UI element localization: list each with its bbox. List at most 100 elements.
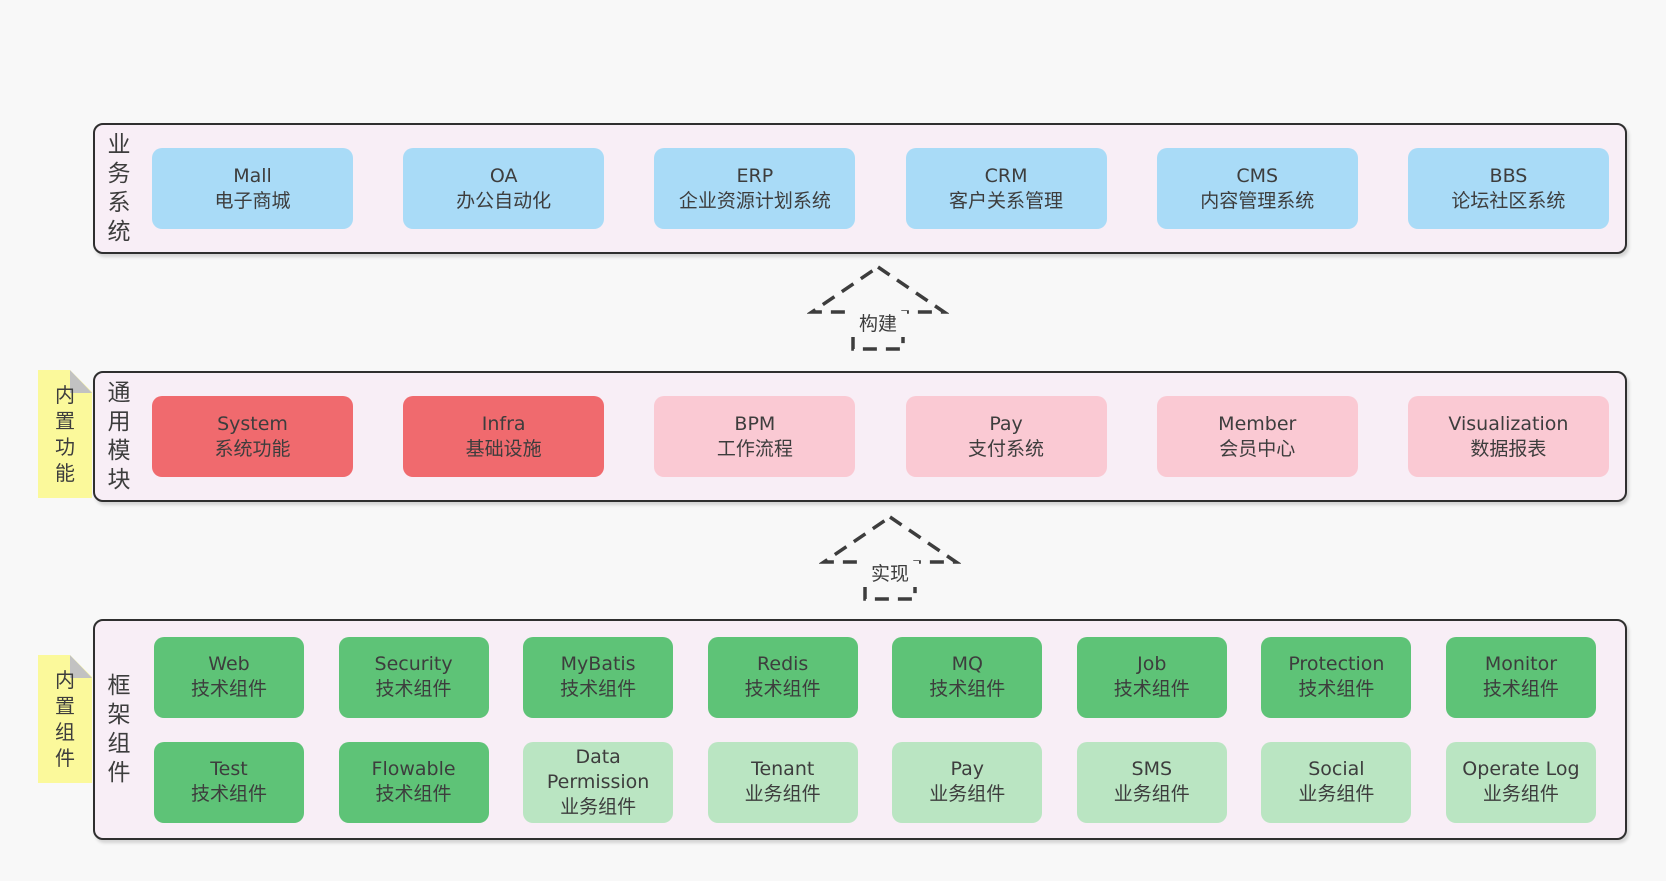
box-title: CRM	[984, 164, 1028, 187]
box-subtitle: 业务组件	[929, 783, 1006, 805]
layer-label-business: 业务系统	[107, 131, 131, 245]
diagram-box-social: Social 业务组件	[1261, 741, 1412, 823]
box-subtitle: 工作流程	[716, 437, 793, 460]
box-title: Member	[1218, 412, 1297, 435]
box-subtitle: 技术组件	[1113, 678, 1190, 700]
box-title: Tenant	[751, 758, 815, 780]
layer-label-modules: 通用模块	[107, 379, 131, 493]
build-arrow-label: 构建	[849, 311, 907, 337]
box-subtitle: 技术组件	[560, 678, 637, 700]
box-subtitle: 基础设施	[465, 437, 542, 460]
box-title: Operate Log	[1462, 758, 1580, 780]
box-subtitle: 会员中心	[1219, 437, 1296, 460]
box-subtitle: 业务组件	[744, 783, 821, 805]
box-subtitle: 支付系统	[968, 437, 1045, 460]
box-title: ERP	[736, 164, 774, 187]
box-title: Pay	[989, 412, 1023, 435]
box-title: Flowable	[371, 758, 456, 780]
diagram-box-monitor: Monitor 技术组件	[1445, 636, 1596, 718]
diagram-box-tenant: Tenant 业务组件	[707, 741, 858, 823]
diagram-box-job: Job 技术组件	[1076, 636, 1227, 718]
box-subtitle: 业务组件	[1113, 783, 1190, 805]
box-title: MQ	[951, 653, 983, 675]
box-title: Web	[208, 653, 250, 675]
build-arrow-icon	[807, 264, 949, 351]
box-subtitle: 技术组件	[1298, 678, 1375, 700]
box-subtitle: 业务组件	[1482, 783, 1559, 805]
box-subtitle: 系统功能	[214, 437, 291, 460]
diagram-box-protection: Protection 技术组件	[1261, 636, 1412, 718]
box-subtitle: 技术组件	[375, 783, 452, 805]
box-title: Visualization	[1448, 412, 1569, 435]
box-subtitle: 数据报表	[1470, 437, 1547, 460]
diagram-box-redis: Redis 技术组件	[707, 636, 858, 718]
box-subtitle: 技术组件	[190, 678, 267, 700]
box-subtitle: 企业资源计划系统	[678, 189, 831, 212]
layer-label-components: 框架组件	[107, 672, 131, 786]
diagram-box-sms: SMS 业务组件	[1076, 741, 1227, 823]
box-title: System	[217, 412, 288, 435]
box-subtitle: 技术组件	[744, 678, 821, 700]
sticky-note-text: 内置功能	[55, 383, 75, 485]
box-subtitle: 论坛社区系统	[1451, 189, 1566, 212]
diagram-box-flowable: Flowable 技术组件	[338, 741, 489, 823]
box-subtitle: 技术组件	[375, 678, 452, 700]
diagram-box-mq: MQ 技术组件	[892, 636, 1043, 718]
diagram-box-web: Web 技术组件	[154, 636, 304, 718]
box-subtitle: 技术组件	[929, 678, 1006, 700]
diagram-box-test: Test 技术组件	[154, 741, 304, 823]
box-subtitle: 业务组件	[560, 795, 637, 818]
diagram-box-mybatis: MyBatis 技术组件	[523, 636, 674, 718]
box-subtitle: 技术组件	[1482, 678, 1559, 700]
box-title: Job	[1137, 653, 1167, 675]
diagram-box-security: Security 技术组件	[338, 636, 489, 718]
box-title: Pay	[950, 758, 985, 780]
implement-arrow-icon	[819, 514, 961, 601]
box-title: Protection	[1288, 653, 1385, 675]
box-title: SMS	[1131, 758, 1173, 780]
box-subtitle: 业务组件	[1298, 783, 1375, 805]
box-title: Mall	[233, 164, 272, 187]
box-title: OA	[489, 164, 518, 187]
box-title: Security	[374, 653, 453, 675]
box-title: Social	[1308, 758, 1365, 780]
box-subtitle: 客户关系管理	[949, 189, 1064, 212]
box-title: Test	[210, 758, 248, 780]
box-title: Redis	[757, 653, 809, 675]
box-subtitle: 电子商城	[214, 189, 291, 212]
implement-arrow-label: 实现	[861, 561, 919, 587]
box-title: BPM	[734, 412, 776, 435]
box-title: MyBatis	[560, 653, 636, 675]
box-title: Infra	[481, 412, 526, 435]
box-subtitle: 技术组件	[190, 783, 267, 805]
box-title: Monitor	[1484, 653, 1558, 675]
box-subtitle: 内容管理系统	[1200, 189, 1315, 212]
box-title: CMS	[1236, 164, 1279, 187]
box-title: BBS	[1489, 164, 1528, 187]
sticky-note-text: 内置组件	[55, 668, 75, 770]
box-title: Data Permission	[546, 745, 650, 793]
sticky-note-built-in-components: 内置组件	[38, 655, 92, 783]
sticky-note-built-in-features: 内置功能	[38, 370, 92, 498]
